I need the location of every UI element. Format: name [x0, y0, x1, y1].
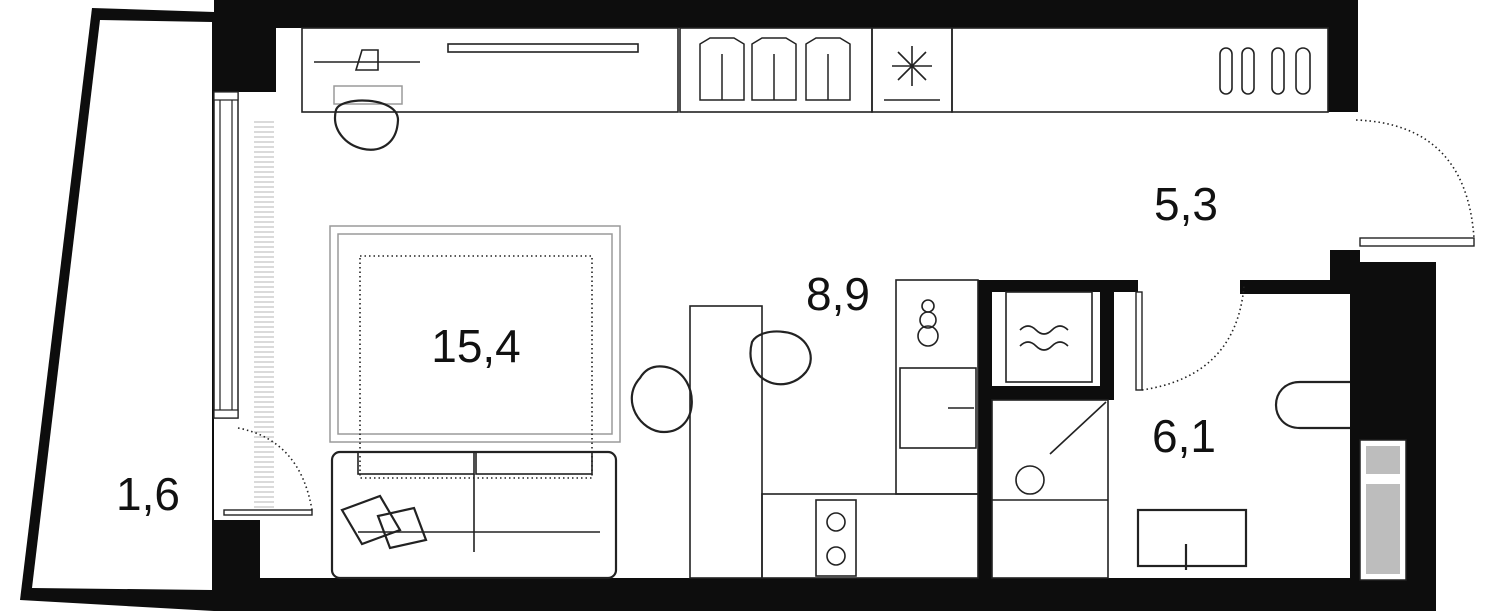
- wall-left-upper: [214, 0, 276, 92]
- wall-right-corner: [1330, 250, 1360, 282]
- dining-chair-right: [749, 330, 812, 386]
- desk-laptop-icon: [333, 85, 403, 105]
- snowflake-icon: [892, 46, 932, 86]
- top-cabinets: [301, 27, 1329, 113]
- balcony-floor: [32, 20, 212, 590]
- wall-partition-right: [1100, 280, 1114, 400]
- radiator: [254, 121, 274, 508]
- slippers-icon: [1219, 47, 1311, 95]
- wall-right-upper: [1328, 0, 1358, 112]
- shower: [991, 399, 1109, 579]
- bathroom-door: [1135, 285, 1245, 391]
- kitchen-counter: [689, 279, 979, 579]
- bathtub: [1136, 508, 1248, 570]
- area-bathroom: 6,1: [1152, 410, 1216, 462]
- washing-machine: [1005, 291, 1093, 383]
- wall-bath-top: [1240, 280, 1360, 294]
- rug: [329, 225, 621, 479]
- balcony: [20, 8, 214, 611]
- window-bathroom: [1359, 439, 1407, 581]
- sofa: [330, 450, 618, 580]
- dishwasher-icon: [917, 299, 939, 347]
- dining-chair-left: [630, 365, 693, 434]
- wall-partition-left: [978, 280, 992, 580]
- area-balcony: 1,6: [116, 468, 180, 520]
- desk-chair: [333, 99, 400, 151]
- wall-partition-mid: [978, 386, 1114, 400]
- wall-bottom: [214, 578, 1436, 611]
- area-kitchen: 8,9: [806, 268, 870, 320]
- entrance-door: [1355, 119, 1475, 247]
- window-left: [213, 91, 239, 419]
- wall-partition-top: [978, 280, 1138, 292]
- tv-icon: [314, 49, 420, 71]
- wall-top: [214, 0, 1358, 28]
- area-hallway: 5,3: [1154, 178, 1218, 230]
- area-living: 15,4: [431, 320, 521, 372]
- clothes-icon: [699, 37, 851, 101]
- walls: [214, 0, 1436, 611]
- toilet: [1275, 380, 1350, 430]
- balcony-door: [223, 427, 313, 516]
